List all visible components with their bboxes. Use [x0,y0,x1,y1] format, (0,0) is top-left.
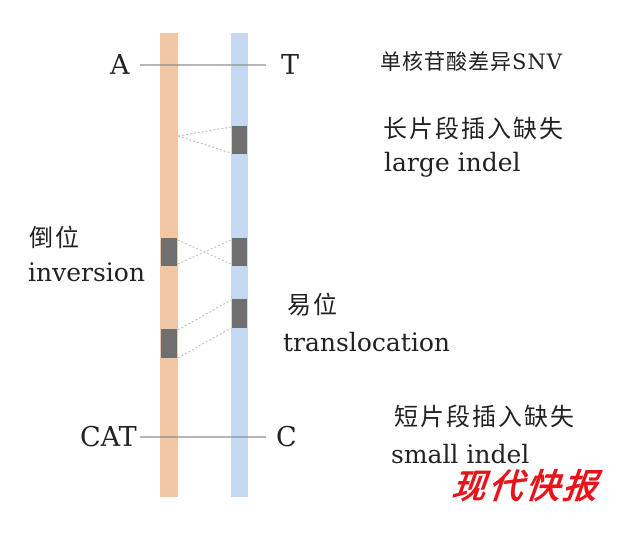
large-indel-label-cn: 长片段插入缺失 [383,115,565,143]
watermark-logo: 现代快报 [449,467,603,507]
translocation-connector-top [177,299,232,331]
base-bottom-left: CAT [80,422,137,453]
translocation-block-left [161,329,177,358]
base-top-left: A [110,50,130,81]
inversion-connector-b [177,239,232,265]
inversion-label-en: inversion [28,258,145,287]
snv-label: 单核苷酸差异SNV [380,50,563,74]
base-bottom-right: C [276,422,297,453]
large-indel-label-en: large indel [384,148,521,177]
small-indel-label-en: small indel [391,440,530,469]
large-indel-connector-top [177,126,232,137]
translocation-block-right [232,299,247,328]
inversion-label-cn: 倒位 [29,224,81,252]
translocation-label-en: translocation [283,328,450,357]
small-indel-label-cn: 短片段插入缺失 [394,403,576,431]
translocation-connector-bottom [177,327,232,359]
large-indel-connector-bottom [177,135,232,154]
large-indel-block [232,126,247,154]
inversion-block-left [161,238,177,266]
translocation-label-cn: 易位 [287,291,339,319]
inversion-block-right [232,238,247,266]
base-top-right: T [281,50,300,81]
